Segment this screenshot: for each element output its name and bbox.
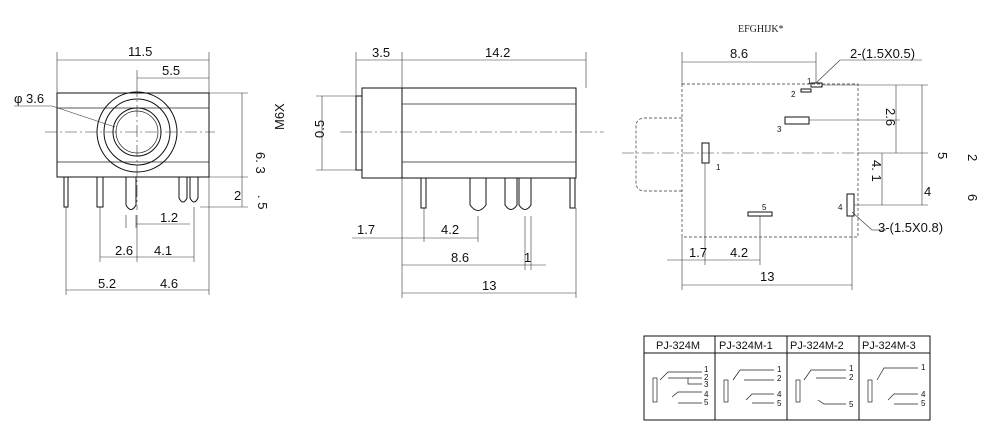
pin-label-main: 1 bbox=[716, 163, 721, 172]
table-header-pj324m-2: PJ-324M-2 bbox=[790, 340, 844, 352]
svg-text:5: 5 bbox=[921, 399, 926, 408]
dim-4-6: 4.6 bbox=[160, 276, 178, 291]
svg-text:1: 1 bbox=[921, 363, 926, 372]
dim-pin-2: 2 bbox=[234, 188, 241, 203]
pcb-body-outline bbox=[681, 83, 859, 238]
pin-label-2: 2 bbox=[791, 90, 796, 99]
pcb-dim-4-1: 4. 1 bbox=[869, 160, 884, 182]
svg-text:5: 5 bbox=[777, 399, 782, 408]
pin-label-5: 5 bbox=[762, 203, 767, 212]
pin-label-1: 1 bbox=[807, 77, 812, 86]
pcb-slot-top: 2-(1.5X0.5) bbox=[850, 46, 915, 61]
dim-5-2: 5.2 bbox=[98, 276, 116, 291]
dim-nose-3-5: 3.5 bbox=[372, 45, 390, 60]
table-header-pj324m-3: PJ-324M-3 bbox=[862, 340, 916, 352]
dim-half-5-5: 5.5 bbox=[162, 63, 180, 78]
dim-body-14-2: 14.2 bbox=[485, 45, 510, 60]
dim-pin-8-6: 8.6 bbox=[451, 250, 469, 265]
pcb-dim-2-6: 2.6 bbox=[883, 108, 898, 126]
pcb-slot-bottom: 3-(1.5X0.8) bbox=[878, 220, 943, 235]
side-view: 3.5 14.2 M6X 0.5 1.7 4.2 8.6 1 13 bbox=[272, 45, 604, 298]
svg-text:3: 3 bbox=[704, 380, 709, 389]
svg-text:1: 1 bbox=[704, 365, 709, 374]
dim-height-6-3: 6. 3 bbox=[253, 152, 268, 174]
svg-text:4: 4 bbox=[704, 390, 709, 399]
svg-text:5: 5 bbox=[849, 400, 854, 409]
dim-2-6: 2.6 bbox=[115, 243, 133, 258]
dim-pin-5: . 5 bbox=[255, 195, 270, 209]
pcb-dim-4: 4 bbox=[924, 184, 931, 199]
dim-pin-1: 1 bbox=[524, 250, 531, 265]
schematic-pj324m-3: 1 4 5 bbox=[867, 363, 926, 408]
dim-thread-m6x: M6X bbox=[272, 103, 287, 130]
dim-total-13: 13 bbox=[482, 278, 496, 293]
pad-main bbox=[701, 142, 710, 164]
svg-text:4: 4 bbox=[921, 390, 926, 399]
schematic-pj324m-2: 1 2 5 bbox=[795, 364, 854, 409]
svg-text:1: 1 bbox=[777, 365, 782, 374]
pcb-dim-8-6: 8.6 bbox=[730, 46, 748, 61]
svg-text:2: 2 bbox=[704, 373, 709, 382]
pad-3 bbox=[784, 116, 810, 125]
front-body-outline bbox=[56, 92, 210, 178]
table-header-pj324m: PJ-324M bbox=[656, 340, 700, 352]
pad-5 bbox=[747, 211, 773, 217]
pcb-dim-2: 2 bbox=[965, 154, 980, 161]
watermark-text: EFGHIJK* bbox=[738, 24, 784, 35]
pcb-dim-1-7: 1.7 bbox=[689, 245, 707, 260]
svg-text:5: 5 bbox=[704, 398, 709, 407]
svg-text:2: 2 bbox=[849, 373, 854, 382]
dim-pin-4-2: 4.2 bbox=[441, 222, 459, 237]
pin-label-3: 3 bbox=[777, 125, 782, 134]
pcb-dim-4-2: 4.2 bbox=[730, 245, 748, 260]
dim-thread-pitch: 0.5 bbox=[312, 120, 327, 138]
pin-label-4: 4 bbox=[838, 203, 843, 212]
pcb-dim-6: 6 bbox=[965, 194, 980, 201]
svg-text:4: 4 bbox=[777, 390, 782, 399]
pad-2 bbox=[800, 88, 812, 93]
pcb-view: EFGHIJK* 1 2 3 4 5 1 bbox=[622, 24, 980, 290]
side-thread-nose bbox=[361, 87, 403, 179]
model-table: PJ-324M PJ-324M-1 PJ-324M-2 PJ-324M-3 1 … bbox=[643, 335, 931, 421]
dim-offset-1-7: 1.7 bbox=[357, 222, 375, 237]
dim-pin-gap-1-2: 1.2 bbox=[160, 210, 178, 225]
svg-text:1: 1 bbox=[849, 364, 854, 373]
svg-text:2: 2 bbox=[777, 374, 782, 383]
pad-1 bbox=[810, 82, 823, 88]
dim-4-1: 4.1 bbox=[154, 243, 172, 258]
pcb-dim-5: 5 bbox=[935, 152, 950, 159]
dim-width-11-5: 11.5 bbox=[128, 44, 152, 59]
front-view: 11.5 5.5 φ 3.6 6. 3 2 . 5 1.2 2.6 4.1 5.… bbox=[14, 44, 270, 295]
schematic-pj324m-1: 1 2 4 5 bbox=[723, 365, 782, 408]
dim-hole-diameter: φ 3.6 bbox=[14, 91, 44, 106]
schematic-pj324m: 1 2 3 4 5 bbox=[652, 365, 709, 407]
pcb-dim-13: 13 bbox=[760, 269, 774, 284]
table-header-pj324m-1: PJ-324M-1 bbox=[719, 340, 773, 352]
side-body-outline bbox=[401, 87, 577, 179]
